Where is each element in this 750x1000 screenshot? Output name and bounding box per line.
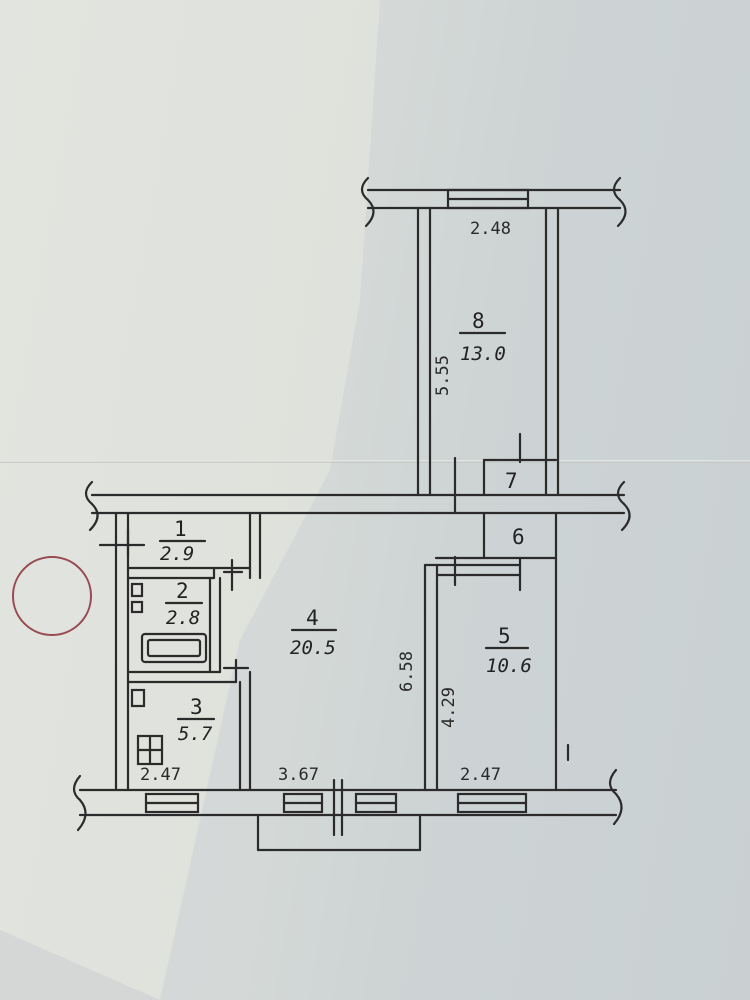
room-8-number: 8 [472, 309, 485, 333]
room-4-number: 4 [306, 606, 319, 630]
dim-room8-length: 5.55 [433, 355, 453, 396]
room-8-area: 13.0 [460, 343, 506, 365]
room-5-area: 10.6 [486, 655, 532, 677]
room-6-number: 6 [512, 525, 525, 549]
room-7-number: 7 [505, 469, 518, 493]
room-3-area: 5.7 [178, 723, 213, 745]
room-2-number: 2 [176, 579, 189, 603]
dim-bottom-left: 2.47 [140, 765, 181, 785]
room-2-area: 2.8 [166, 607, 200, 629]
dim-bottom-right: 2.47 [460, 765, 501, 785]
paper-fold-line [0, 460, 750, 463]
room-1-number: 1 [174, 517, 187, 541]
room-5-number: 5 [498, 624, 511, 648]
room-4-area: 20.5 [290, 637, 336, 659]
room-1-area: 2.9 [160, 543, 194, 565]
dim-bottom-middle: 3.67 [278, 765, 319, 785]
dim-room4-depth: 6.58 [397, 651, 417, 692]
dim-room5-depth: 4.29 [439, 687, 459, 728]
dim-top-width: 2.48 [470, 219, 511, 239]
stamp-circle [12, 556, 92, 636]
room-3-number: 3 [190, 695, 203, 719]
